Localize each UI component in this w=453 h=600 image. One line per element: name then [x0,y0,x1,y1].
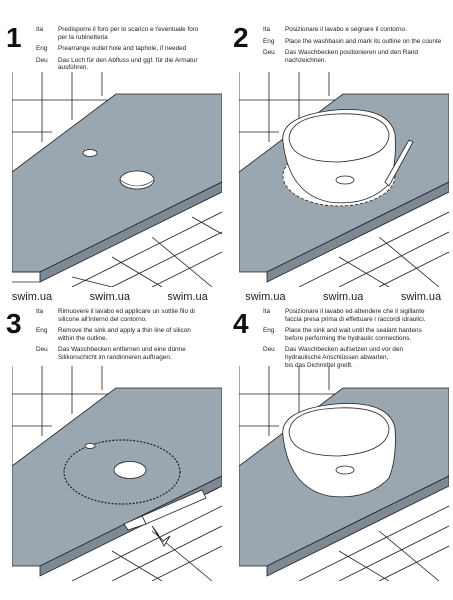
watermark-text: swim.ua [400,291,442,303]
step-number: 2 [233,22,249,53]
watermark-text: swim.ua [245,291,286,303]
instruction-eng: Eng Place the sink and wait until the sea… [263,327,451,342]
language-code: Deu [36,56,48,64]
instruction-ita: Ita Posizionare il lavabo e segnare il co… [263,26,451,34]
step-instructions: Ita Rimuovere il lavabo ed applicare un s… [36,308,224,366]
instruction-deu: Deu Das Waschbecken entfernen und eine dü… [36,346,224,361]
language-code: Deu [263,346,275,354]
instruction-text: Remove the sink and apply a thin line of… [58,327,191,342]
instruction-text: Prearrange outlet hole and taphole, if n… [58,45,187,53]
step-number: 1 [6,22,22,53]
watermark-text: swim.ua [89,291,130,303]
watermark-row: swim.ua swim.ua swim.ua swim.ua swim.ua … [0,291,453,305]
instruction-text: Place the sink and wait until the sealan… [285,327,422,342]
step-instructions: Ita Posizionare il lavabo ed attendere ch… [263,308,451,373]
instruction-text: Posizionare il lavabo e segnare il conto… [285,26,407,33]
instruction-deu: Deu Das Waschbecken positionieren und den… [263,49,451,64]
illustration-apply-silicone [12,366,222,581]
step-1-panel: 1 Ita Predisporre il foro per lo scarico … [0,0,226,300]
illustration-installed-basin [239,366,449,581]
language-code: Ita [36,308,44,315]
instruction-text: Das Waschbecken positionieren und den Ra… [285,49,418,64]
instruction-eng: Eng Prearrange outlet hole and taphole, i… [36,45,224,53]
step-2-panel: 2 Ita Posizionare il lavabo e segnare il … [227,0,453,300]
instruction-ita: Ita Rimuovere il lavabo ed applicare un s… [36,308,224,323]
language-code: Eng [263,37,275,45]
instruction-ita: Ita Posizionare il lavabo ed attendere ch… [263,308,451,323]
illustration-mark-outline [239,72,449,287]
watermark-text: swim.ua [11,291,53,303]
instruction-deu: Deu Das Waschbecken aufsetzen und vor den… [263,346,451,369]
language-code: Eng [36,327,48,335]
instruction-eng: Eng Remove the sink and apply a thin line… [36,327,224,342]
instruction-deu: Deu Das Loch für den Abfluss und ggf. für… [36,57,224,72]
watermark-text: swim.ua [323,291,364,303]
watermark-text: swim.ua [167,291,208,303]
instruction-ita: Ita Predisporre il foro per lo scarico e … [36,26,224,41]
language-code: Eng [263,327,275,335]
step-4-panel: 4 Ita Posizionare il lavabo ed attendere … [227,300,453,600]
language-code: Deu [36,346,48,354]
step-instructions: Ita Posizionare il lavabo e segnare il co… [263,26,451,68]
step-number: 3 [6,308,22,339]
language-code: Eng [36,45,48,53]
instruction-text: Predisporre il foro per lo scarico e l'e… [58,26,199,41]
language-code: Ita [263,26,271,33]
language-code: Ita [36,26,44,33]
language-code: Ita [263,308,271,315]
instruction-text: Das Waschbecken aufsetzen und vor den hy… [285,346,404,369]
instruction-text: Rimuovere il lavabo ed applicare un sott… [58,308,195,323]
step-number: 4 [233,308,249,339]
language-code: Deu [263,49,275,57]
step-3-panel: 3 Ita Rimuovere il lavabo ed applicare un… [0,300,226,600]
instruction-eng: Eng Place the washbasin and mark its outl… [263,38,451,46]
instruction-text: Das Waschbecken entfernen und eine dünne… [58,346,186,361]
instruction-text: Posizionare il lavabo ed attendere che i… [285,308,426,323]
instruction-text: Das Loch für den Abfluss und ggf. für di… [58,56,198,72]
illustration-drilled-countertop [12,72,222,287]
instruction-text: Place the washbasin and mark its outline… [285,37,442,45]
step-instructions: Ita Predisporre il foro per lo scarico e … [36,26,224,76]
